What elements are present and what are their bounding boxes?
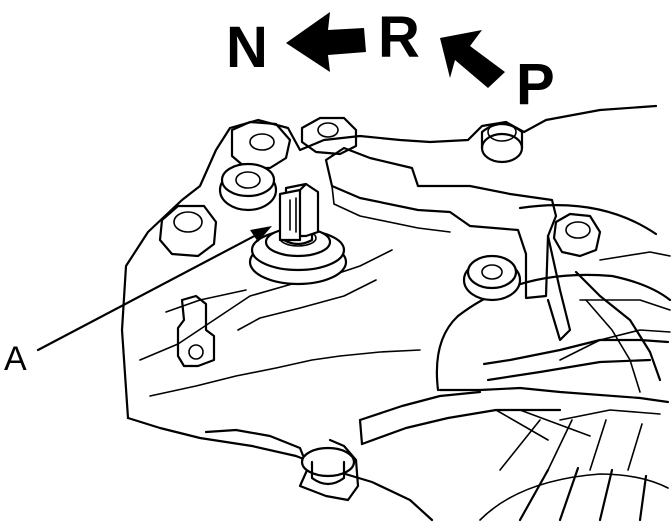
position-r-label: R	[378, 5, 420, 70]
leader-line	[36, 230, 264, 352]
mounting-bosses	[158, 116, 602, 302]
shift-rod	[324, 146, 670, 446]
shaft-a	[248, 182, 348, 286]
shift-sequence: N R P	[226, 5, 555, 117]
transmission-housing	[120, 104, 672, 522]
leader-arrowhead-icon	[250, 226, 272, 242]
arrow-up-left-icon	[440, 30, 505, 88]
callout-a: A	[4, 226, 272, 378]
callout-a-label: A	[4, 340, 27, 378]
position-p-label: P	[516, 52, 555, 117]
position-n-label: N	[226, 15, 268, 80]
arrow-left-icon	[286, 12, 366, 72]
